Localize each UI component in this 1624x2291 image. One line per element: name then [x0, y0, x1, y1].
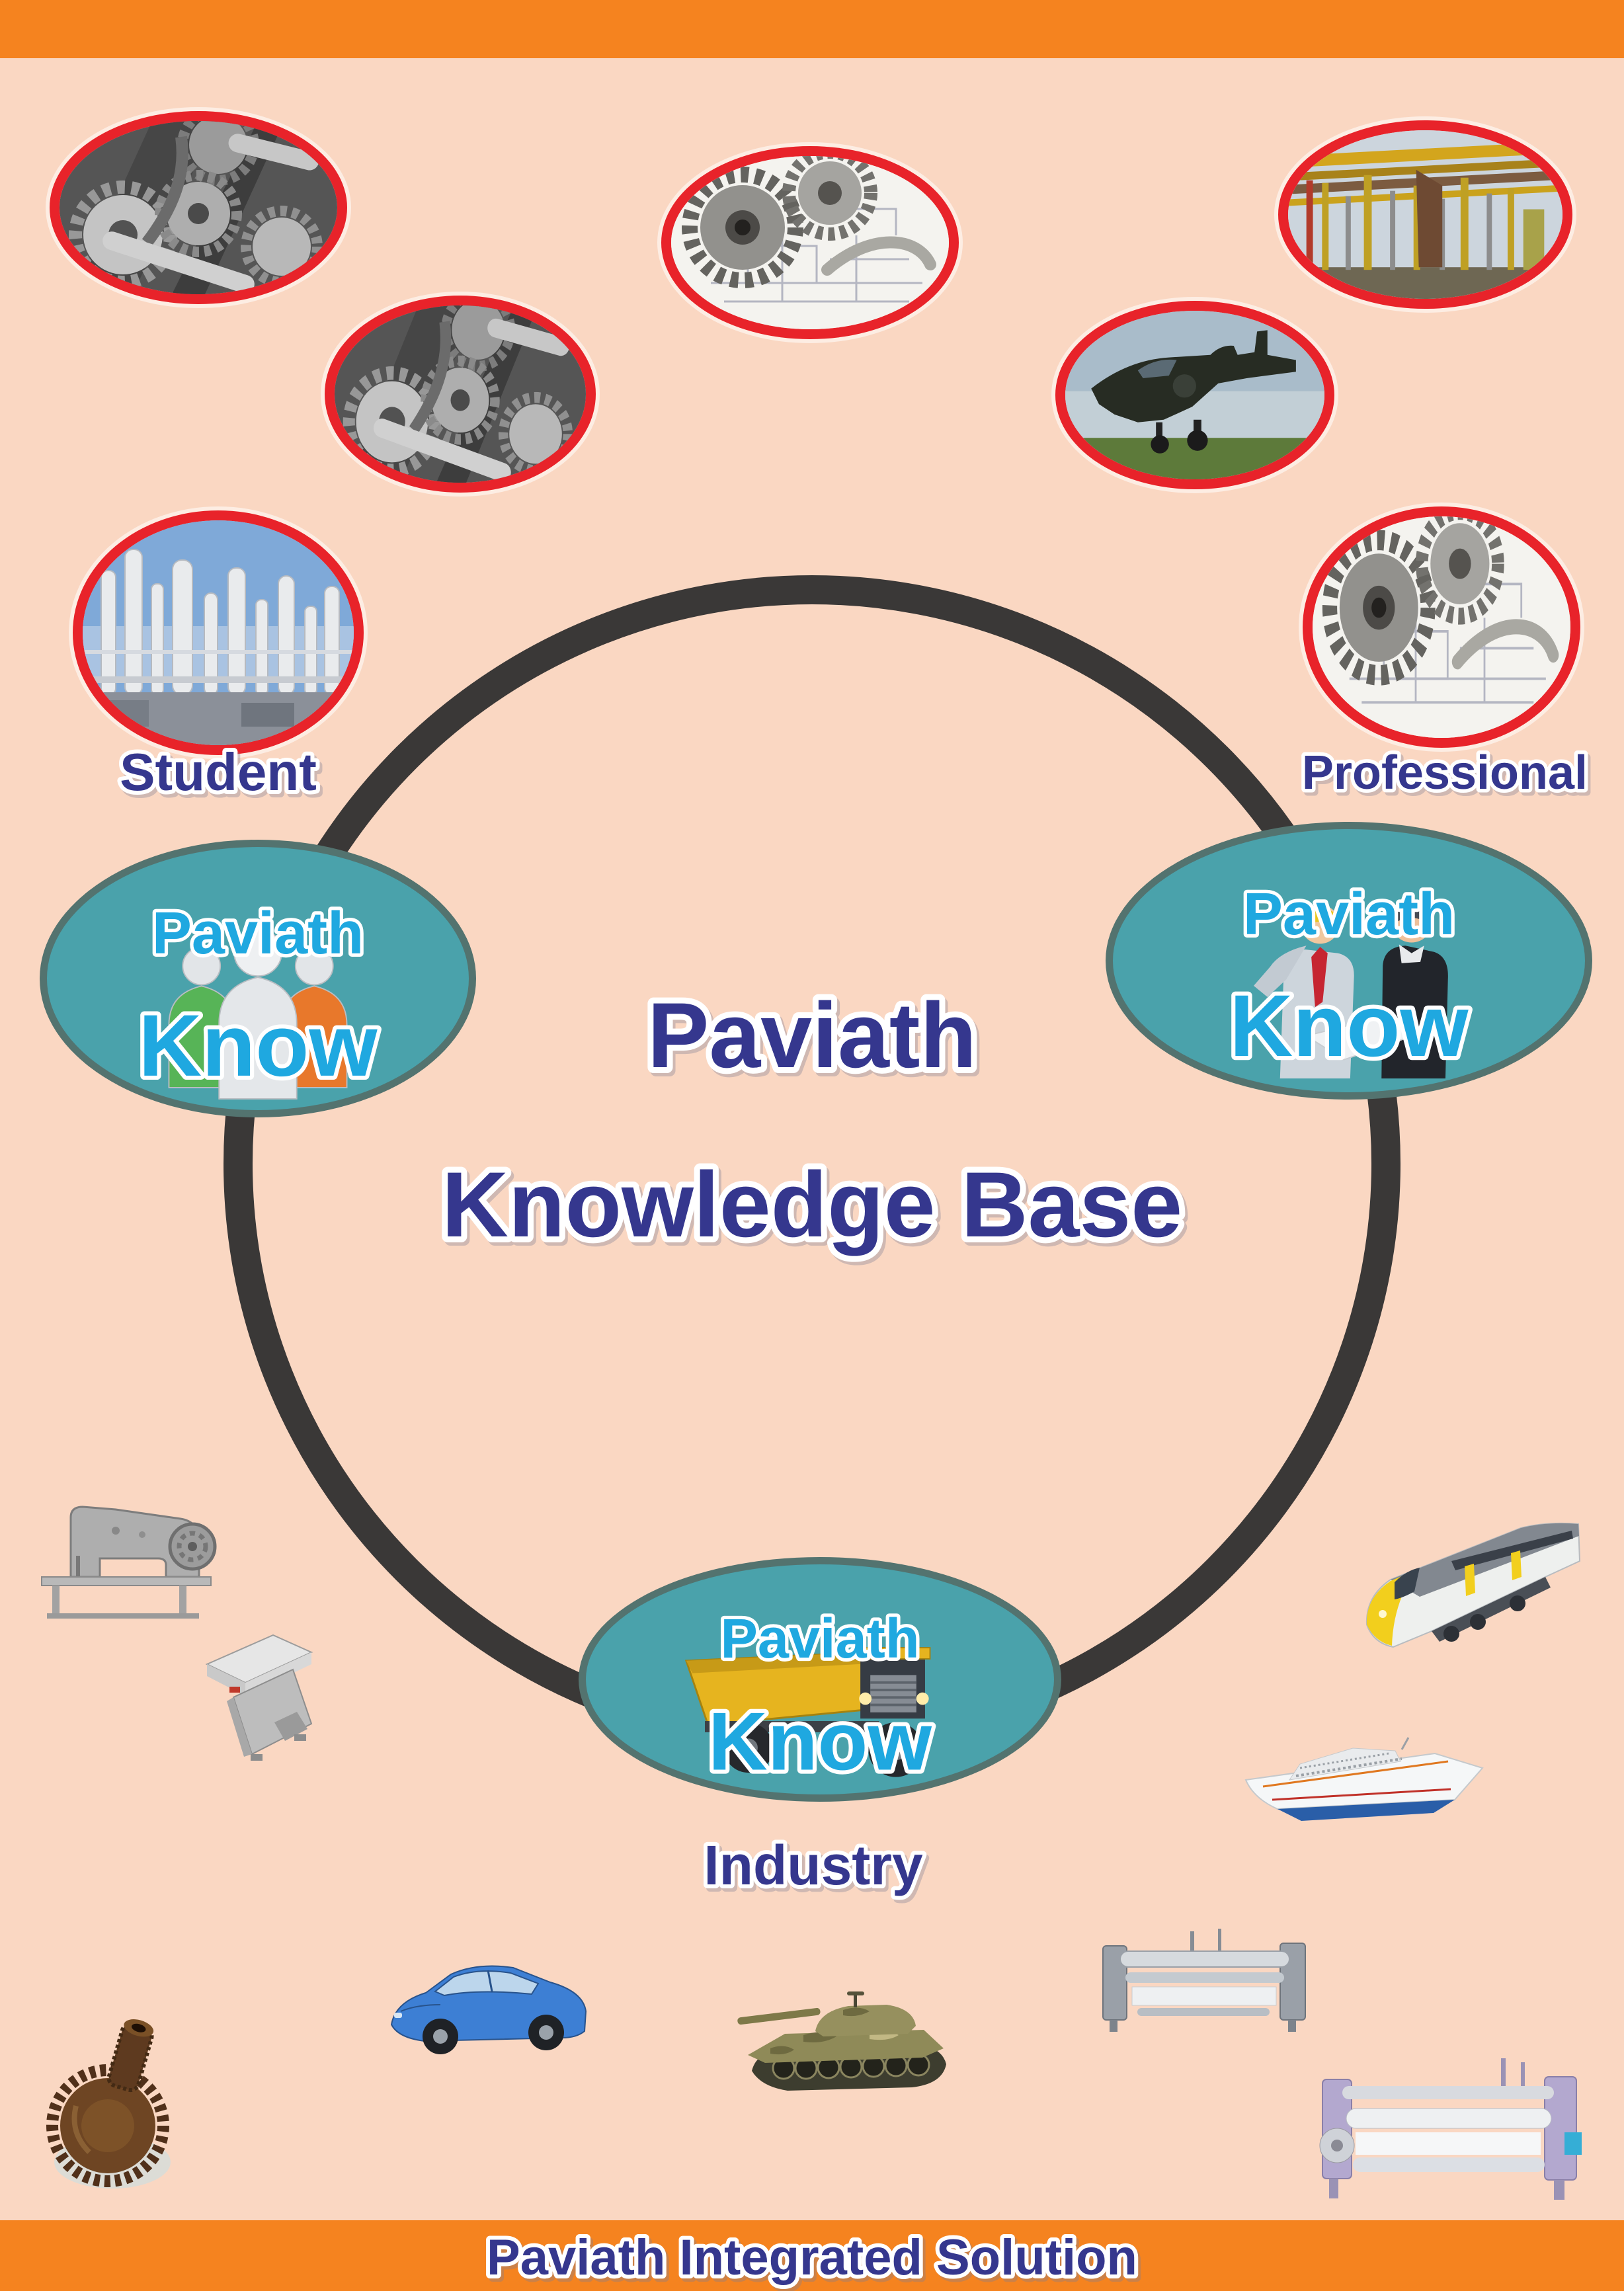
gear-train-icon [335, 305, 586, 483]
bottom-band [0, 2220, 1624, 2291]
water-jet-loom-icon [1319, 2058, 1582, 2200]
bevel-gear-icon [46, 2019, 171, 2189]
gear-train-photo-1 [50, 111, 347, 304]
node-professional: Paviath Know [1106, 822, 1592, 1100]
car-icon [390, 1965, 587, 2054]
professional-label-text: Professional [1302, 746, 1588, 799]
gears-blueprint-photo-1 [661, 146, 959, 339]
title-line-2-text: Knowledge Base [442, 1152, 1182, 1256]
professionals-figures-icon [1253, 901, 1448, 1079]
sewing-machine-icon [41, 1506, 217, 1619]
professional-node-art: Paviath Know [1225, 878, 1473, 1079]
oil-plant-icon [1288, 130, 1563, 299]
title-line-2: Knowledge Base [436, 1146, 1188, 1262]
student-label-text: Student [120, 743, 317, 801]
gears-blueprint-photo-2 [1303, 506, 1580, 748]
professional-node-brand: Paviath [1243, 881, 1455, 947]
bullet-train-icon [1365, 1522, 1581, 1648]
professional-node-product: Know [1229, 977, 1469, 1075]
industry-label-text: Industry [704, 1834, 923, 1896]
students-figures-icon [168, 928, 348, 1100]
top-band [0, 0, 1624, 58]
gears-blueprint-icon [1313, 516, 1570, 738]
student-node-product: Know [138, 997, 378, 1095]
dump-truck-icon [684, 1647, 931, 1777]
node-student: Paviath Know [40, 840, 476, 1117]
footer-text: Paviath Integrated Solution [487, 2230, 1137, 2286]
footer: Paviath Integrated Solution [483, 2226, 1141, 2290]
gear-train-icon [60, 121, 337, 294]
student-node-art: Paviath Know [134, 897, 382, 1100]
fighter-jet-photo [1055, 301, 1334, 489]
student-node-brand: Paviath [152, 901, 364, 967]
node-industry: Paviath Know [579, 1557, 1061, 1802]
cruise-ship-icon [1244, 1737, 1484, 1821]
gear-train-photo-2 [325, 296, 596, 493]
industry-node-art: Paviath Know [684, 1603, 936, 1791]
rapier-loom-icon [1102, 1929, 1306, 2032]
professional-label: Professional [1298, 743, 1591, 803]
industry-label: Industry [700, 1830, 927, 1900]
title-line-1-text: Paviath [647, 983, 977, 1087]
student-label: Student [116, 739, 321, 805]
tank-icon [737, 1991, 946, 2091]
chemical-plant-photo [73, 510, 364, 755]
industry-node-product: Know [708, 1696, 932, 1787]
oil-plant-photo [1278, 120, 1572, 309]
gears-blueprint-icon [671, 156, 949, 329]
chemical-plant-icon [83, 520, 354, 745]
industry-node-brand: Paviath [720, 1607, 919, 1669]
vibratory-feeder-icon [205, 1634, 313, 1761]
title-line-1: Paviath [641, 977, 983, 1093]
fighter-jet-icon [1065, 311, 1324, 479]
